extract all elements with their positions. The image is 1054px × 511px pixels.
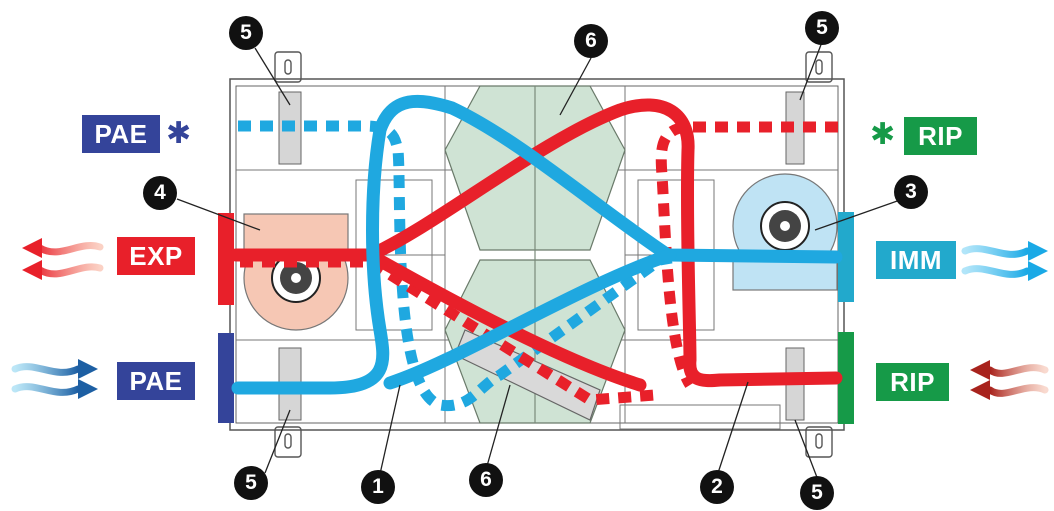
callout-leaders — [176, 41, 901, 481]
badge-5-bottom-right: 5 — [800, 476, 834, 510]
badge-1: 1 — [361, 470, 395, 504]
label-pae-top: PAE — [82, 115, 160, 153]
badge-6-bottom: 6 — [469, 463, 503, 497]
airflow-arrows-left-top — [22, 238, 104, 280]
badge-2: 2 — [700, 470, 734, 504]
label-imm: IMM — [876, 241, 956, 279]
label-exp: EXP — [117, 237, 195, 275]
fan-left — [243, 213, 349, 331]
badge-5-top-left: 5 — [229, 16, 263, 50]
airflow-arrows-right-bottom — [970, 360, 1049, 400]
airflow-arrows-right-top — [961, 241, 1048, 281]
air-path-red-dashed — [240, 121, 838, 406]
badge-5-bottom-left: 5 — [234, 466, 268, 500]
airflow-arrows-left-bottom — [11, 359, 98, 399]
label-rip-top: RIP — [904, 117, 977, 155]
badge-3: 3 — [894, 175, 928, 209]
air-path-blue-dashed — [238, 120, 689, 412]
snowflake-icon: ✱ — [870, 117, 896, 152]
label-rip-bottom: RIP — [876, 363, 949, 401]
mounting-tabs — [274, 51, 833, 458]
air-path-blue-solid — [231, 94, 843, 395]
snowflake-icon: ✱ — [166, 116, 192, 151]
badge-4: 4 — [143, 176, 177, 210]
badge-6-top: 6 — [574, 24, 608, 58]
label-pae-bottom: PAE — [117, 362, 195, 400]
fan-right — [732, 173, 838, 291]
badge-5-top-right: 5 — [805, 11, 839, 45]
